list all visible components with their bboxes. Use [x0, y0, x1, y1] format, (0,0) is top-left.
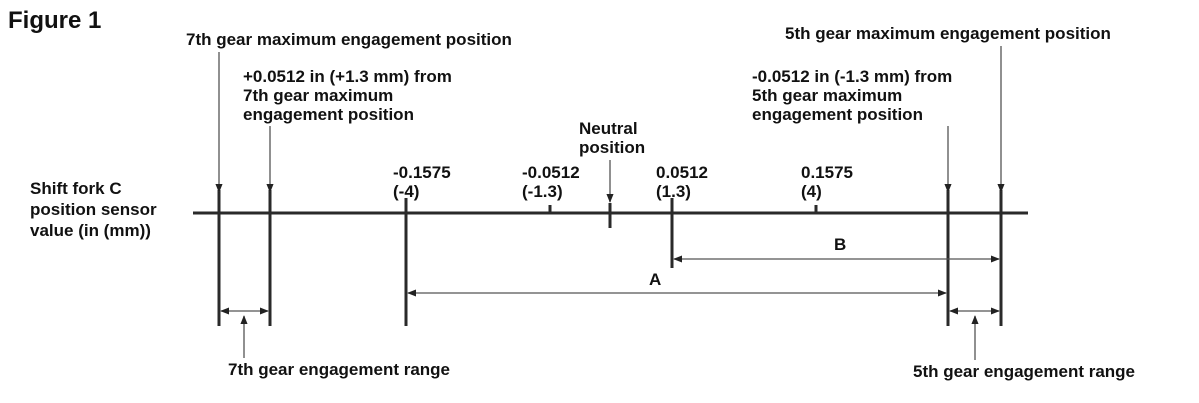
gear5-offset-line-2: 5th gear maximum [752, 86, 902, 105]
tick-label-minus-0-0512: -0.0512 (-1.3) [522, 163, 580, 201]
gear7-offset-label: +0.0512 in (+1.3 mm) from 7th gear maxim… [243, 67, 452, 124]
tick-label-in: -0.1575 [393, 163, 451, 182]
gear5-offset-line-1: -0.0512 in (-1.3 mm) from [752, 67, 952, 86]
gear7-max-label: 7th gear maximum engagement position [186, 30, 512, 49]
range-b-label: B [834, 235, 846, 254]
tick-label-0-0512: 0.0512 (1.3) [656, 163, 708, 201]
neutral-label: Neutral position [579, 119, 645, 157]
tick-label-mm: (-4) [393, 182, 419, 201]
neutral-label-line-1: Neutral [579, 119, 638, 138]
tick-label-in: 0.0512 [656, 163, 708, 182]
tick-label-mm: (-1.3) [522, 182, 563, 201]
gear5-max-label: 5th gear maximum engagement position [785, 24, 1111, 43]
tick-label-mm: (4) [801, 182, 822, 201]
axis-label-line-3: value (in (mm)) [30, 221, 151, 240]
tick-label-minus-0-1575: -0.1575 (-4) [393, 163, 451, 201]
gear7-offset-line-1: +0.0512 in (+1.3 mm) from [243, 67, 452, 86]
axis-label-line-1: Shift fork C [30, 179, 122, 198]
tick-label-in: 0.1575 [801, 163, 853, 182]
gear5-range-label: 5th gear engagement range [913, 362, 1135, 381]
tick-label-in: -0.0512 [522, 163, 580, 182]
tick-label-0-1575: 0.1575 (4) [801, 163, 853, 201]
range-a-label: A [649, 270, 661, 289]
gear5-offset-line-3: engagement position [752, 105, 923, 124]
tick-label-mm: (1.3) [656, 182, 691, 201]
figure-title: Figure 1 [8, 7, 101, 34]
axis-label-line-2: position sensor [30, 200, 157, 219]
gear7-range-label: 7th gear engagement range [228, 360, 450, 379]
gear7-offset-line-2: 7th gear maximum [243, 86, 393, 105]
axis-label: Shift fork C position sensor value (in (… [30, 179, 157, 240]
gear5-offset-label: -0.0512 in (-1.3 mm) from 5th gear maxim… [752, 67, 952, 124]
gear7-offset-line-3: engagement position [243, 105, 414, 124]
neutral-label-line-2: position [579, 138, 645, 157]
